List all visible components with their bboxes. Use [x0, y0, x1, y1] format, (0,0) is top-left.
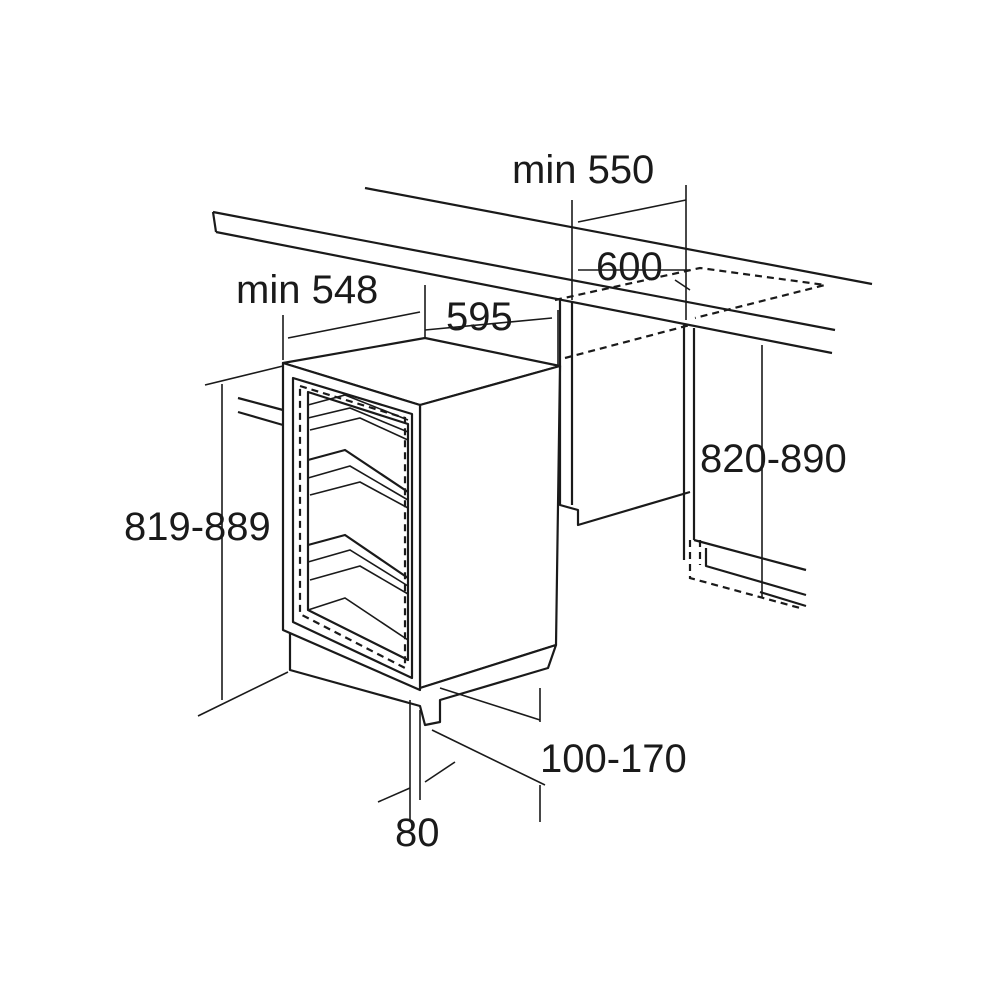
appliance-side — [418, 364, 562, 690]
dimension-lines — [197, 185, 763, 822]
appliance-front — [281, 361, 422, 692]
label-appliance-depth: min 548 — [236, 268, 378, 312]
label-appliance-width: 595 — [446, 295, 513, 339]
label-plinth-depth: 80 — [395, 811, 440, 855]
appliance — [281, 336, 562, 727]
label-niche-height: 820-890 — [700, 437, 847, 481]
label-niche-depth: min 550 — [512, 148, 654, 192]
left-cabinet-side — [558, 300, 691, 527]
label-plinth-height: 100-170 — [540, 737, 687, 781]
left-cabinet-stub — [237, 396, 284, 427]
right-cabinet — [682, 325, 807, 608]
label-appliance-height: 819-889 — [124, 505, 271, 549]
countertop — [211, 186, 873, 355]
appliance-plinth — [288, 628, 558, 727]
wire-shelves — [307, 394, 409, 641]
label-niche-width: 600 — [596, 245, 663, 289]
niche-outline — [554, 266, 826, 610]
